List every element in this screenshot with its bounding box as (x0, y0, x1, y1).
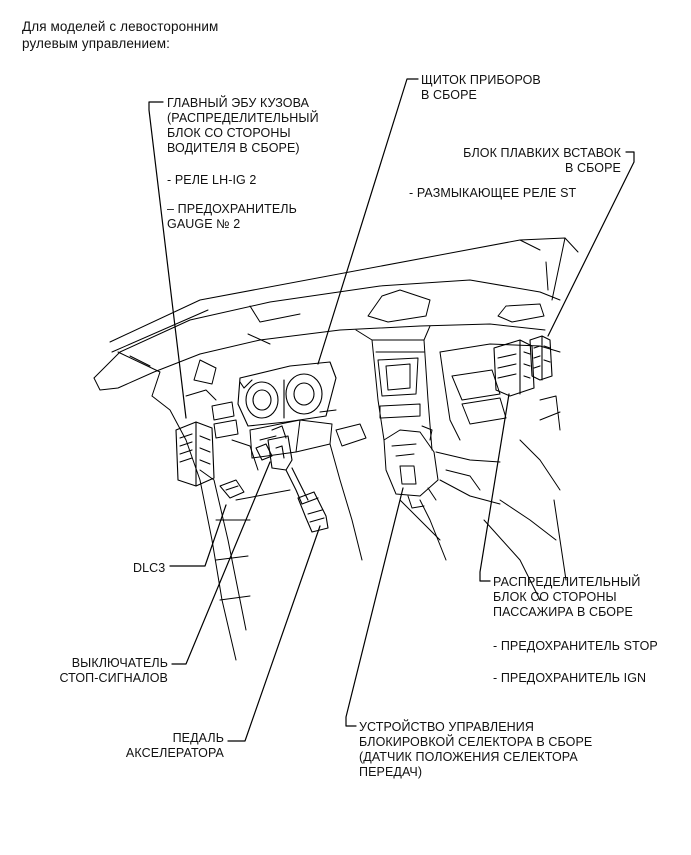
leader-passenger-jb (479, 393, 510, 582)
leader-shift-lock (345, 487, 404, 727)
main-body-ecu-unit (175, 421, 215, 487)
label-dlc3: DLC3 (133, 561, 166, 575)
label-relay-lh-ig2: - РЕЛЕ LH-IG 2 (167, 173, 257, 187)
combination-meter-unit (237, 361, 337, 427)
leader-combination-meter (317, 78, 419, 365)
header-note: Для моделей с левосторонним рулевым упра… (22, 19, 219, 51)
label-shift-lock-control: УСТРОЙСТВО УПРАВЛЕНИЯ БЛОКИРОВКОЙ СЕЛЕКТ… (359, 720, 593, 779)
pedal-assembly (255, 425, 329, 533)
label-fuse-gauge2: – ПРЕДОХРАНИТЕЛЬ GAUGE № 2 (167, 202, 297, 231)
leader-main-body-ecu (148, 101, 187, 419)
center-console (355, 325, 501, 561)
leader-stop-light-switch (171, 461, 271, 665)
label-accelerator-pedal: ПЕДАЛЬ АКСЕЛЕРАТОРА (125, 731, 224, 760)
passenger-junction-block-unit (493, 339, 535, 397)
label-passenger-junction-block: РАСПРЕДЕЛИТЕЛЬНЫЙ БЛОК СО СТОРОНЫ ПАССАЖ… (493, 575, 641, 619)
label-stop-light-switch: ВЫКЛЮЧАТЕЛЬ СТОП-СИГНАЛОВ (59, 656, 168, 685)
dashboard-top (93, 279, 561, 397)
label-st-relay: - РАЗМЫКАЮЩЕЕ РЕЛЕ ST (409, 186, 577, 200)
label-combination-meter: ЩИТОК ПРИБОРОВ В СБОРЕ (421, 73, 541, 102)
fuse-block-unit (529, 335, 553, 381)
leader-accelerator-pedal (227, 525, 321, 742)
leader-lines (148, 78, 635, 742)
leader-fuse-block (547, 151, 635, 337)
label-fuse-stop: - ПРЕДОХРАНИТЕЛЬ STOP (493, 639, 658, 653)
leader-dlc3 (169, 504, 227, 567)
label-main-body-ecu: ГЛАВНЫЙ ЭБУ КУЗОВА (РАСПРЕДЕЛИТЕЛЬНЫЙ БЛ… (167, 96, 319, 155)
label-fuse-ign: - ПРЕДОХРАНИТЕЛЬ IGN (493, 671, 647, 685)
floor-panels (219, 411, 567, 601)
steering-column (231, 419, 367, 471)
windshield (109, 237, 579, 353)
label-fuse-block: БЛОК ПЛАВКИХ ВСТАВОК В СБОРЕ (463, 146, 621, 175)
left-door-area (151, 359, 251, 661)
